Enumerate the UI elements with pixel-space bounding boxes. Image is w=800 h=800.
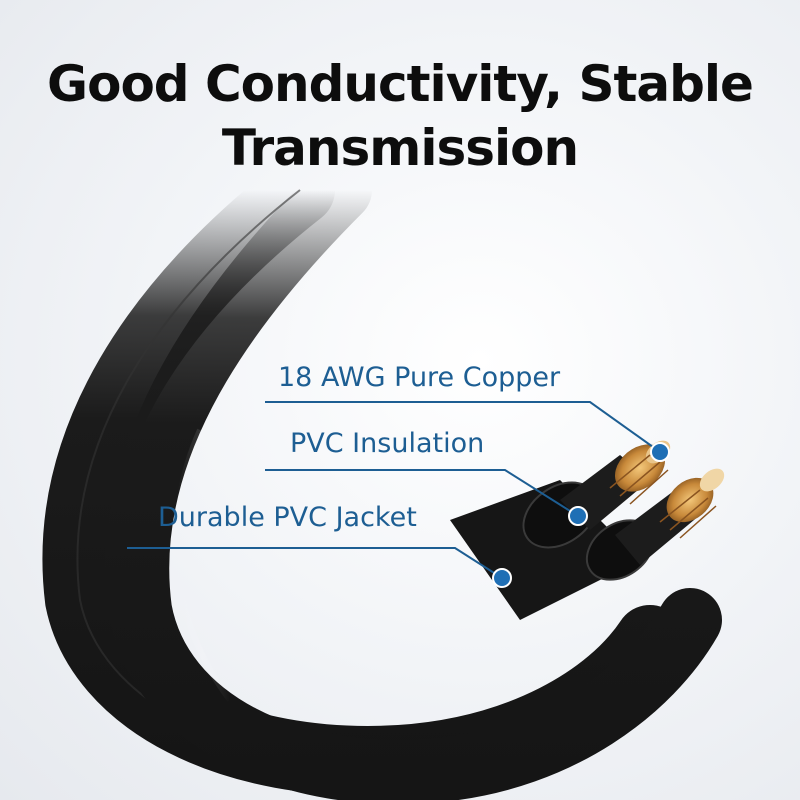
headline: Good Conductivity, Stable Transmission (0, 52, 800, 180)
callout-copper-dot (650, 442, 670, 462)
callout-jacket-dot (492, 568, 512, 588)
callout-jacket-line (127, 547, 512, 588)
cable-front-strand (105, 158, 722, 800)
callout-copper-label: 18 AWG Pure Copper (278, 362, 561, 393)
callout-copper-line (265, 401, 670, 462)
callout-jacket-label: Durable PVC Jacket (158, 502, 417, 533)
callout-insulation-dot (568, 506, 588, 526)
headline-line-1: Good Conductivity, Stable (47, 55, 754, 113)
callout-insulation-label: PVC Insulation (290, 428, 485, 459)
callout-insulation-line (265, 469, 588, 526)
cable-end (450, 440, 725, 620)
